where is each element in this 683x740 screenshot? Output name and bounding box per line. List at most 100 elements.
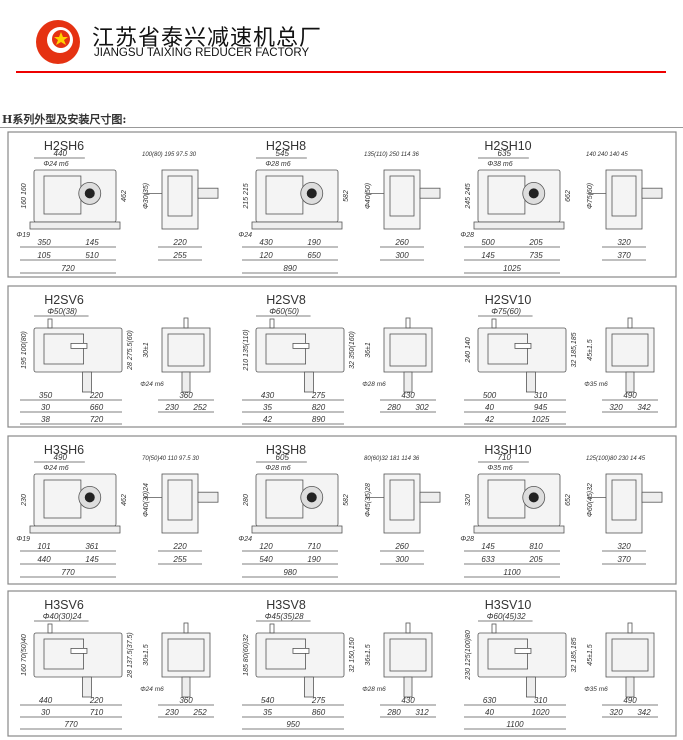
dimension-label: 945 [534, 403, 548, 412]
model-title: H3SV10 [485, 598, 532, 612]
dimension-label: 320 [617, 238, 631, 247]
vertical-dimension-label: 245 245 [465, 183, 472, 209]
input-shaft [491, 318, 497, 329]
dimension-label: 660 [90, 403, 104, 412]
dimension-label: 42 [263, 415, 272, 424]
side-view-housing [605, 327, 655, 373]
vertical-dimension-label: 320 [465, 494, 472, 506]
dimension-label: 430 [401, 696, 415, 705]
dimension-label: Φ40(30)24 [43, 612, 82, 621]
dimension-label: 280 [386, 708, 401, 717]
dimension-label: 440 [37, 555, 51, 564]
side-view-housing [161, 327, 211, 373]
output-shaft-icon [306, 492, 317, 503]
dimension-label: 220 [172, 542, 187, 551]
dimension-label: 370 [617, 555, 631, 564]
dimension-label: 710 [90, 708, 104, 717]
diameter-label: Φ28 m6 [265, 161, 290, 168]
input-shaft [627, 622, 633, 634]
output-shaft [625, 676, 635, 698]
output-shaft [197, 491, 219, 503]
dimension-label: 252 [192, 403, 207, 412]
dimension-label: 255 [172, 555, 187, 564]
height-dimension-label: 652 [565, 494, 572, 506]
name-plate [292, 648, 310, 654]
output-shaft [526, 371, 536, 393]
height-dimension-label: 582 [343, 190, 350, 202]
foot-hole-label: Φ24 [238, 536, 252, 543]
front-view-housing [33, 327, 123, 373]
dimension-label: 105 [37, 251, 51, 260]
output-shaft-icon [306, 188, 317, 199]
output-shaft [303, 676, 314, 698]
company-logo [36, 20, 80, 64]
input-shaft [183, 622, 189, 634]
output-shaft-icon [84, 188, 95, 199]
company-name-cn: 江苏省泰兴减速机总厂 [92, 25, 323, 50]
dimension-label: 30 [41, 708, 50, 717]
dimension-label: 630 [483, 696, 497, 705]
output-shaft-icon [528, 188, 539, 199]
dimension-label: 635 [498, 149, 512, 158]
height-dimension-label: 28 137.5(37.5) [127, 632, 134, 679]
dimension-label: 720 [61, 264, 75, 273]
dimension-label: 101 [37, 542, 50, 551]
side-cover [167, 175, 193, 217]
diameter-label: Φ38 m6 [487, 161, 512, 168]
height-dimension-label: 462 [121, 190, 128, 202]
vertical-dimension-label: 160 70(50)40 [21, 634, 28, 676]
model-title: H2SV10 [485, 293, 532, 307]
shaft-dimension-label: 45±1.5 [587, 644, 594, 665]
dimension-label: 120 [259, 542, 273, 551]
base-foot [29, 221, 121, 230]
dimension-label: 205 [528, 238, 543, 247]
dimension-label: 500 [481, 238, 495, 247]
output-shaft [641, 491, 663, 503]
side-view-housing [383, 473, 421, 534]
height-dimension-label: 32 150,150 [349, 637, 356, 672]
input-shaft [269, 623, 275, 634]
shaft-dimension-label: Φ60(45)32 [587, 483, 594, 517]
output-shaft [419, 187, 441, 199]
input-shaft [47, 623, 53, 634]
model-title: H2SH8 [266, 139, 306, 153]
input-shaft [47, 318, 53, 329]
name-plate [70, 648, 88, 654]
side-view-housing [383, 327, 433, 373]
dimension-label: 605 [276, 453, 290, 462]
dimension-label: 510 [85, 251, 99, 260]
output-shaft [403, 371, 413, 393]
vertical-dimension-label: 195 100(80) [21, 331, 28, 369]
model-title: H2SH10 [484, 139, 531, 153]
foot-hole-label: Φ24 [238, 232, 252, 239]
dimension-label: Φ75(60) [491, 307, 521, 316]
front-view-housing [477, 327, 567, 373]
side-cover [389, 479, 415, 521]
dimension-label: 275 [311, 391, 326, 400]
dimension-label: 430 [261, 391, 275, 400]
housing-panel [487, 333, 528, 365]
dimension-label: 310 [534, 696, 548, 705]
height-dimension-label: 32 185,185 [571, 637, 578, 672]
side-view-housing [605, 169, 643, 230]
dimension-label: 770 [61, 568, 75, 577]
dimension-label: 230 [164, 708, 179, 717]
side-cover [389, 638, 427, 672]
dimension-label: Φ45(35)28 [265, 612, 304, 621]
side-dimension-label: 80(60)32 181 114 36 [364, 456, 420, 462]
diameter-label: Φ28 m6 [265, 465, 290, 472]
dimension-label: 312 [415, 708, 429, 717]
output-shaft [181, 371, 191, 393]
foot-hole-label: Φ19 [16, 536, 30, 543]
vertical-dimension-label: 160 160 [21, 183, 28, 208]
model-title: H3SV6 [44, 598, 84, 612]
dimension-label: 220 [89, 696, 104, 705]
output-shaft [181, 676, 191, 698]
base-foot [29, 525, 121, 534]
output-shaft [419, 491, 441, 503]
dimension-label: 710 [498, 453, 512, 462]
dimension-label: 430 [401, 391, 415, 400]
